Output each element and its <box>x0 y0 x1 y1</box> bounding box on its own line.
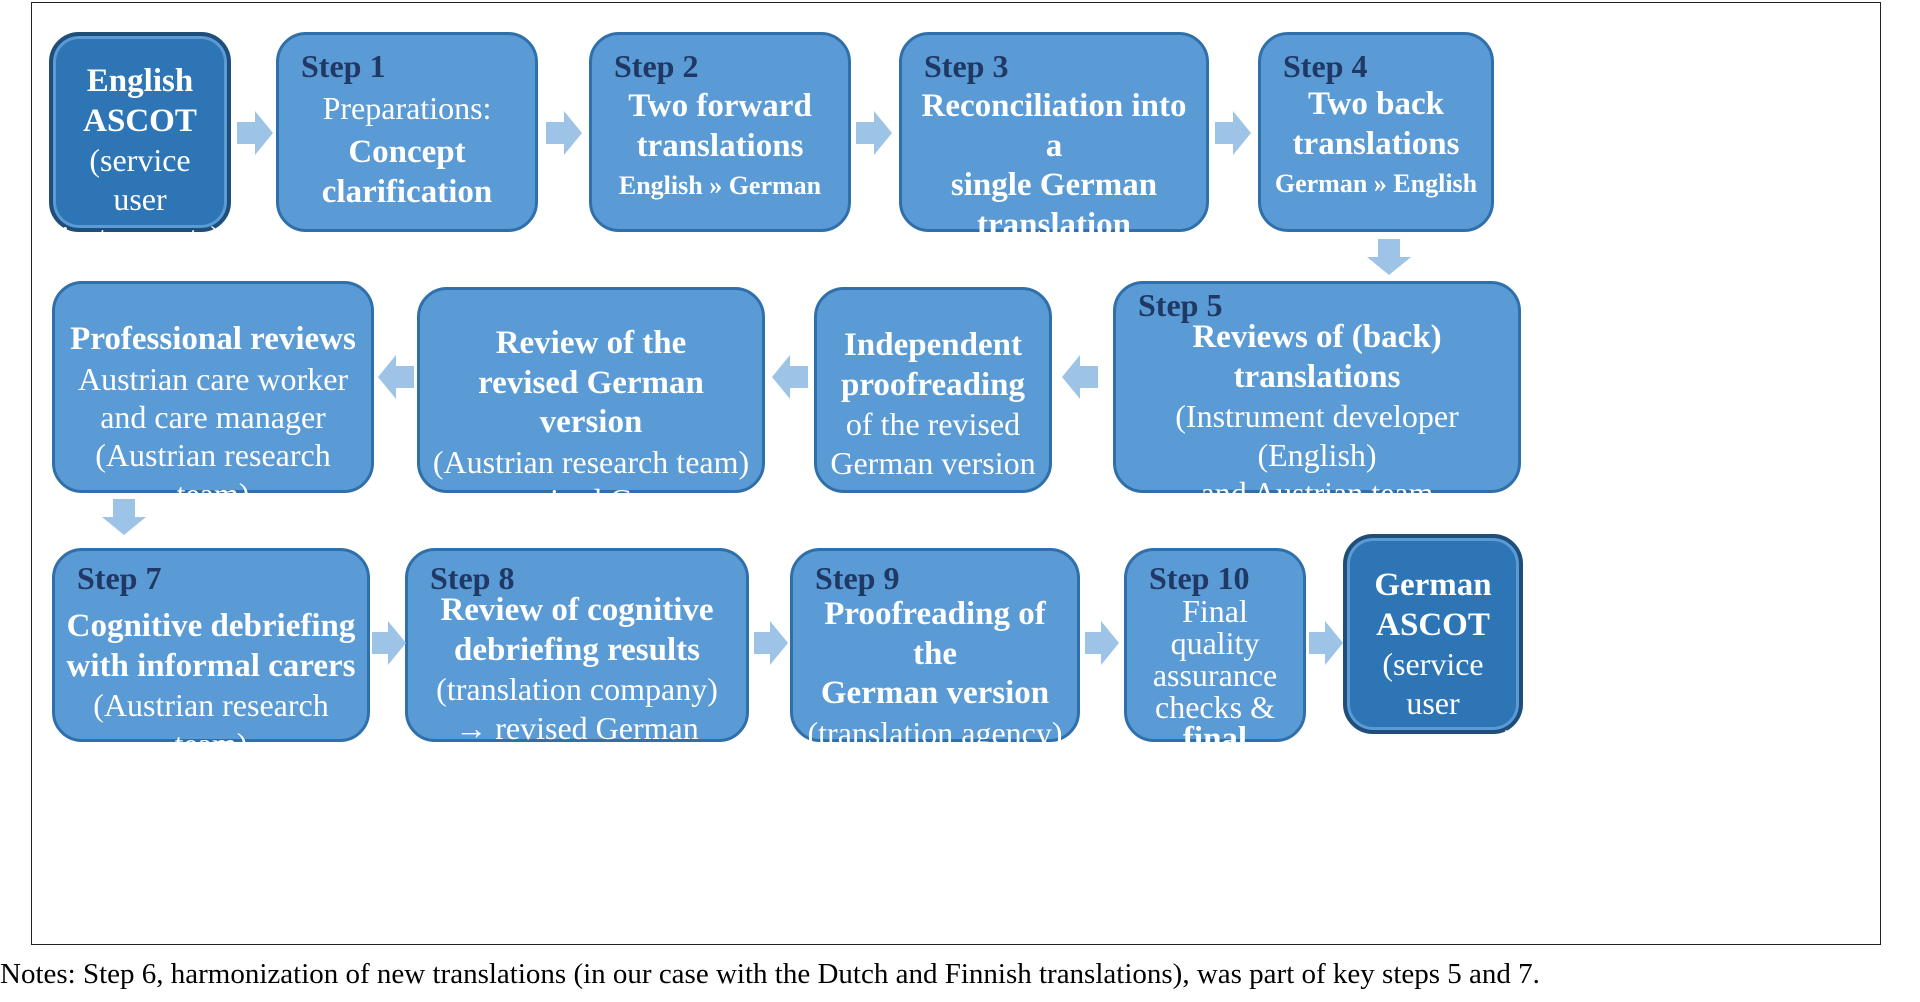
review-revised-line2: → revised German version <box>469 482 713 557</box>
step10-line1: Final quality <box>1170 593 1260 661</box>
step7-bold-line1: Cognitive debriefing <box>66 608 356 644</box>
step10-line3: checks & <box>1155 689 1275 725</box>
step4-label: Step 4 <box>1283 48 1368 84</box>
step7-node: Step 7 Cognitive debriefing with informa… <box>52 548 370 762</box>
step3-node: Step 3 Reconciliation into a single Germ… <box>899 32 1209 243</box>
diagram-frame: English ASCOT (service user instruments)… <box>31 2 1881 945</box>
end-node-german-ascot: German ASCOT (service user instruments) <box>1343 534 1523 759</box>
step8-label: Step 8 <box>430 560 515 596</box>
arrow-step5-to-proofreading <box>1062 355 1098 399</box>
step7-bold-line2: with informal carers <box>66 647 356 684</box>
professional-bold: Professional reviews <box>70 321 356 357</box>
step1-node: Step 1 Preparations: Concept clarificati… <box>276 32 538 232</box>
step8-bold-line1: Review of cognitive <box>440 592 714 628</box>
review-revised-bold-line2: revised German version <box>478 364 704 441</box>
end-sub-line2: instruments) <box>1355 722 1515 759</box>
step8-line2: → revised German version <box>455 709 699 784</box>
step1-bold-line2: clarification <box>321 173 493 210</box>
start-sub-line1: (service user <box>89 142 191 217</box>
step10-line2: assurance <box>1152 657 1278 693</box>
professional-line3: (Austrian research team) <box>95 437 331 512</box>
step3-label: Step 3 <box>924 48 1009 84</box>
step4-bold-line2: translations <box>1292 125 1460 162</box>
arrow-step7-to-step8 <box>372 621 406 665</box>
step9-bold-line2: German version <box>820 675 1050 712</box>
arrow-proofreading-to-review <box>772 355 808 399</box>
arrow-step3-to-step4 <box>1215 111 1251 155</box>
arrow-start-to-step1 <box>237 111 273 155</box>
proofreading-bold-line2: proofreading <box>841 366 1025 403</box>
arrow-step9-to-step10 <box>1085 621 1119 665</box>
arrow-review-to-professional <box>378 355 414 399</box>
step5-bold: Reviews of (back) translations <box>1192 319 1442 395</box>
step9-bold-line1: Proofreading of the <box>824 596 1046 672</box>
step3-bold-line1: Reconciliation into a <box>921 88 1187 164</box>
step4-node: Step 4 Two back translations German » En… <box>1258 32 1494 232</box>
end-title-line2: ASCOT <box>1376 606 1490 643</box>
step10-bold: final report <box>1170 721 1260 790</box>
start-title-line1: English <box>86 63 194 99</box>
step5-label: Step 5 <box>1138 287 1223 323</box>
professional-reviews-node: Professional reviews Austrian care worke… <box>52 281 374 512</box>
step1-bold-line1: Concept <box>348 134 466 171</box>
proofreading-bold-line1: Independent <box>844 327 1022 363</box>
review-revised-line1: (Austrian research team) <box>432 443 750 480</box>
step2-bold-line1: Two forward <box>628 88 812 124</box>
step7-label: Step 7 <box>77 560 162 596</box>
proofreading-node: Independent proofreading of the revised … <box>814 287 1052 493</box>
start-sub-line2: instruments) <box>61 218 221 255</box>
step2-bold-line2: translations <box>636 127 804 164</box>
start-title-line2: ASCOT <box>83 102 197 139</box>
arrow-step2-to-step3 <box>856 111 892 155</box>
notes-caption: Notes: Step 6, harmonization of new tran… <box>0 958 1540 990</box>
end-sub-line1: (service user <box>1382 646 1484 721</box>
step3-bold-line2: single German <box>950 167 1158 204</box>
proofreading-line1: of the revised <box>845 406 1021 443</box>
professional-line2: and care manager <box>100 398 326 435</box>
step8-line1: (translation company) <box>436 671 718 708</box>
step4-bold-line1: Two back <box>1308 86 1444 122</box>
step10-node: Step 10 Final quality assurance checks &… <box>1124 548 1306 789</box>
step2-direction: English » German <box>618 171 822 201</box>
professional-line1: Austrian care worker <box>77 360 349 397</box>
arrow-professional-to-step7 <box>102 499 146 535</box>
step9-node: Step 9 Proofreading of the German versio… <box>790 548 1080 751</box>
step2-node: Step 2 Two forward translations English … <box>589 32 851 232</box>
step3-bold-line3: translation <box>976 206 1131 243</box>
end-title-line1: German <box>1374 567 1492 603</box>
step5-node: Step 5 Reviews of (back) translations (I… <box>1113 281 1521 588</box>
step1-label: Step 1 <box>301 48 386 84</box>
start-node-english-ascot: English ASCOT (service user instruments) <box>49 32 231 255</box>
step8-node: Step 8 Review of cognitive debriefing re… <box>405 548 749 784</box>
review-revised-node: Review of the revised German version (Au… <box>417 287 765 557</box>
proofreading-line2: German version <box>830 444 1036 481</box>
step9-line1: (translation agency) <box>807 714 1063 751</box>
review-revised-bold-line1: Review of the <box>495 325 687 361</box>
step1-line1: Preparations: <box>322 90 492 126</box>
step7-line1: (Austrian research team) <box>93 687 329 762</box>
step2-label: Step 2 <box>614 48 699 84</box>
step5-line1: (Instrument developer (English) <box>1175 398 1459 473</box>
step5-line2: and Austrian team <box>1200 474 1434 511</box>
step10-label: Step 10 <box>1149 560 1250 596</box>
step8-bold-line2: debriefing results <box>454 631 700 668</box>
arrow-step1-to-step2 <box>546 111 582 155</box>
arrow-step4-to-step5 <box>1367 239 1411 275</box>
step9-label: Step 9 <box>815 560 900 596</box>
step4-direction: German » English <box>1274 169 1478 199</box>
arrow-step10-to-end <box>1309 621 1343 665</box>
arrow-step8-to-step9 <box>754 621 788 665</box>
